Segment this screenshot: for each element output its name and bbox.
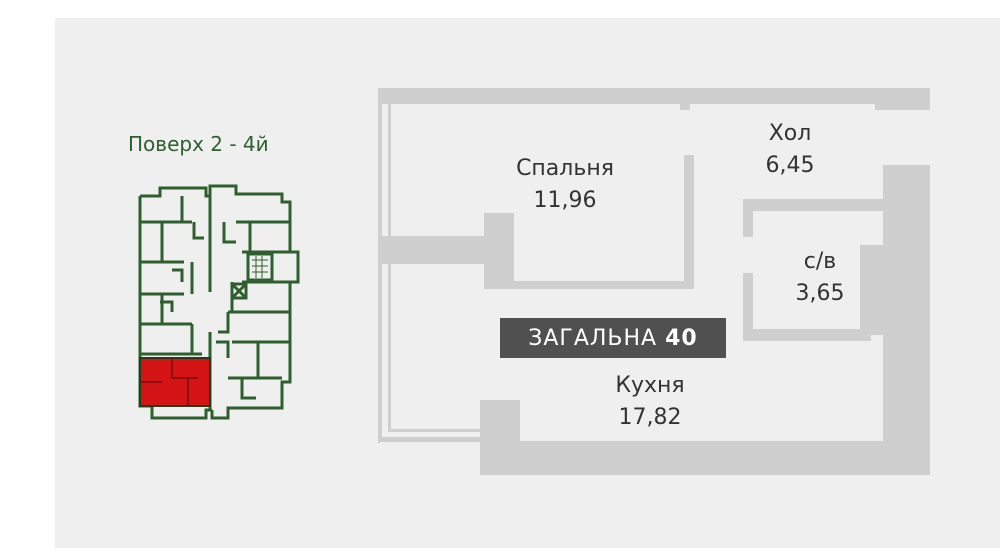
kitchen-area: 17,82 <box>618 405 682 430</box>
bathroom-label: с/в 3,65 <box>780 246 860 310</box>
floor-label: Поверх 2 - 4й <box>128 132 269 156</box>
apartment-floor-plan <box>378 88 930 475</box>
hall-label: Хол 6,45 <box>745 118 835 182</box>
hall-area: 6,45 <box>765 153 815 178</box>
bathroom-area: 3,65 <box>795 281 845 306</box>
kitchen-name: Кухня <box>615 373 685 398</box>
building-key-plan <box>138 184 300 420</box>
kitchen-label: Кухня 17,82 <box>590 370 710 434</box>
bedroom-label: Спальня 11,96 <box>500 153 630 217</box>
total-area-value: 40 <box>665 325 698 351</box>
total-area-badge: ЗАГАЛЬНА 40 <box>500 318 726 358</box>
selected-apartment-highlight <box>139 357 211 407</box>
bathroom-name: с/в <box>803 249 837 274</box>
hall-name: Хол <box>768 121 812 146</box>
bedroom-area: 11,96 <box>533 188 597 213</box>
bedroom-name: Спальня <box>516 156 614 181</box>
total-area-label: ЗАГАЛЬНА <box>528 325 658 351</box>
